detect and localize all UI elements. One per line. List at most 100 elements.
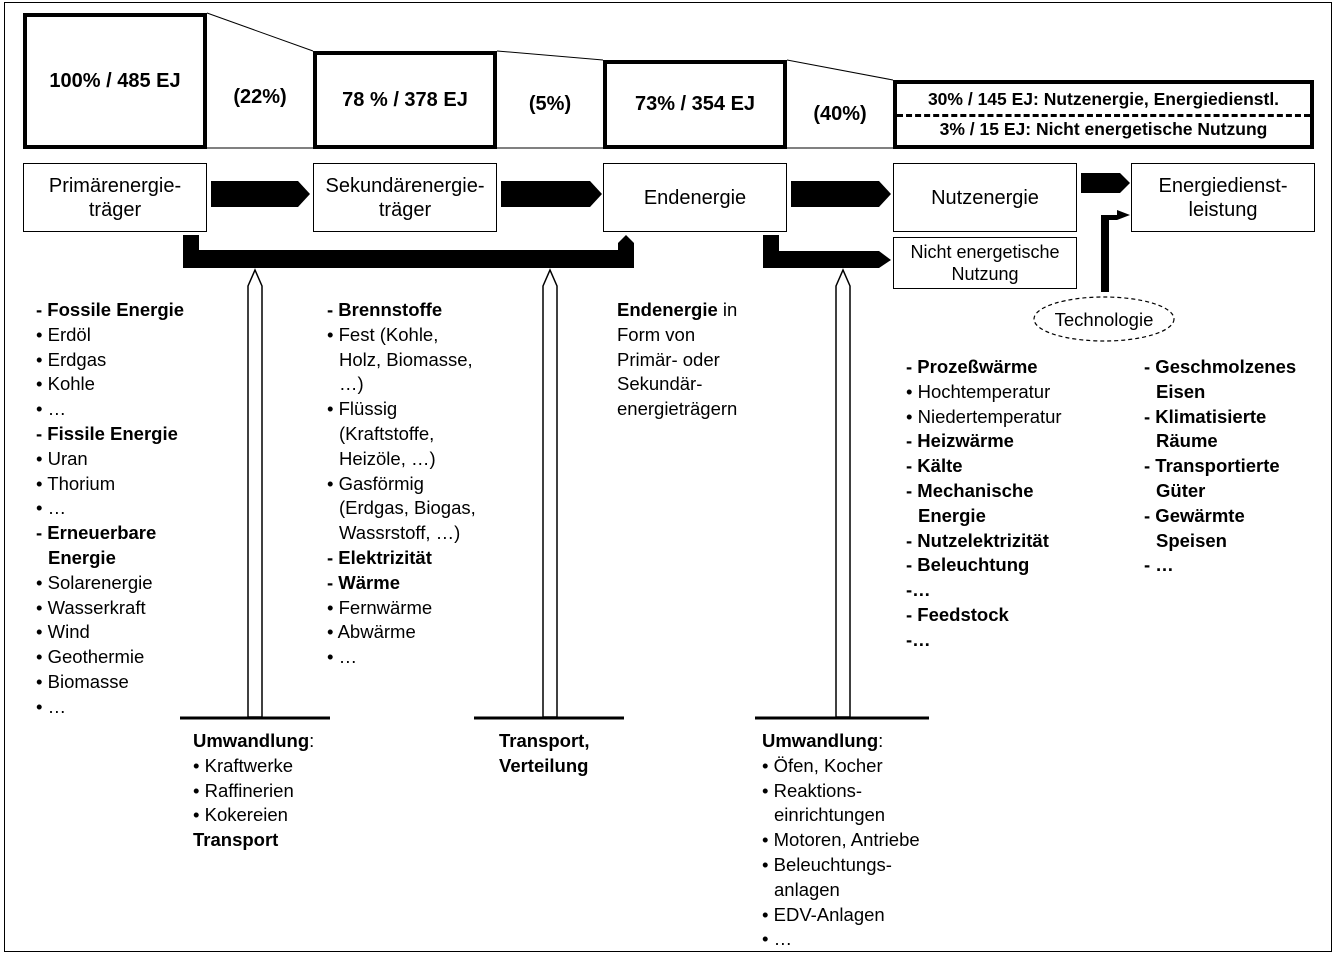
final-energy-line: Sekundär- [617,373,703,395]
list-item: • Gasförmig [327,472,424,494]
final-energy-term: Endenergie [617,299,718,320]
list-item: - Geschmolzenes [1144,356,1297,377]
list-item: einrichtungen [774,804,886,826]
list-item: Wassrstoff, …) [339,522,461,544]
list-item: Energie [48,546,116,568]
final-share-label: 73% / 354 EJ [634,93,756,115]
list-item: • … [36,497,67,519]
transport-block: Transport, Verteilung [499,729,589,779]
final-energy-line: Primär- oder [617,348,720,370]
stage-secondary: Sekundärenergie-träger [313,163,497,232]
list-item: • Biomasse [36,670,129,692]
list-item: (Kraftstoffe, [339,422,435,444]
conversion-item: • Kokereien [193,804,288,826]
flow-arrow [211,181,310,207]
stage-service-line1: Energiedienst- [1158,174,1288,197]
transport-line: Transport, [499,730,590,751]
final-share-box: 73% / 354 EJ [603,60,787,149]
stage-final: Endenergie [603,163,787,232]
list-item: Speisen [1156,529,1227,551]
list-item: • Solarenergie [36,571,153,593]
stage-primary-line1: Primärenergie- [48,174,182,197]
stage-primary-line2: träger [88,198,142,221]
technology-label: Technologie [1054,309,1154,330]
primary-carrier-list: - Fossile Energie• Erdöl• Erdgas• Kohle•… [36,298,184,720]
list-item: • Fest (Kohle, [327,323,439,345]
secondary-share-label: 78 % / 378 EJ [342,88,468,111]
useful-energy-list: - Prozeßwärme• Hochtemperatur• Niedertem… [906,355,1062,653]
stage-secondary-line2: träger [378,198,432,221]
conversion-block-2: Umwandlung: • Öfen, Kocher• Reaktions-ei… [762,729,920,952]
transport-line: Verteilung [499,754,589,776]
useful-share-label: 30% / 145 EJ: Nutzenergie, Energiedienst… [927,88,1280,109]
bracket-arrow [183,235,634,268]
final-energy-text: Endenergie in Form von Primär- oder Seku… [617,298,737,422]
list-item: • … [36,398,67,420]
nonenergy-share-label: 3% / 15 EJ: Nicht energetische Nutzung [939,119,1268,140]
list-item: • … [36,695,67,717]
list-item: • Öfen, Kocher [762,754,883,776]
list-item: • Wasserkraft [36,596,146,618]
stage-primary: Primärenergie-träger [23,163,207,232]
stage-useful: Nutzenergie [893,163,1077,232]
list-item: • Wind [36,621,90,643]
conversion-heading: Umwandlung [193,730,310,751]
list-item: anlagen [774,878,840,900]
list-item: - Fossile Energie [36,299,185,320]
list-item: • Thorium [36,472,116,494]
list-item: - Erneuerbare [36,522,157,544]
list-item: • Uran [36,447,88,469]
conversion-heading: Umwandlung [762,730,879,751]
hollow-up-arrow [835,268,851,718]
conversion-items: • Öfen, Kocher• Reaktions-einrichtungen•… [762,754,920,952]
list-item: Holz, Biomasse, [339,348,473,370]
list-item: Eisen [1156,380,1206,402]
list-item: • Fernwärme [327,596,433,618]
list-item: -… [906,579,931,601]
conversion-item: • Kraftwerke [193,754,294,776]
stage-service: Energiedienst-leistung [1131,163,1315,232]
funnel-line [206,12,314,52]
conversion-transport: Transport [193,829,279,851]
stage-nonenergy-line1: Nicht energetische [910,242,1060,262]
primary-share-box: 100% / 485 EJ [23,13,207,149]
funnel-line [496,50,604,61]
flow-arrow [1081,173,1130,193]
final-energy-in: in [717,299,738,320]
technology-ellipse [1033,296,1175,342]
list-item: - Kälte [906,455,963,477]
list-item: Räume [1156,430,1218,452]
flow-arrow [501,181,602,207]
technology-arrow [1101,210,1130,292]
list-item: - … [1144,554,1174,576]
loss-label-1: (22%) [233,86,287,108]
list-item: - Prozeßwärme [906,356,1038,377]
final-energy-line: Form von [617,323,696,345]
funnel-line [786,59,894,81]
primary-share-label: 100% / 485 EJ [49,69,181,92]
list-item: - Beleuchtung [906,554,1030,576]
stage-nonenergy-line2: Nutzung [951,264,1019,284]
list-item: • Abwärme [327,621,416,643]
loss-label-3: (40%) [813,103,867,125]
final-energy-line: energieträgern [617,398,738,420]
list-item: • … [762,928,793,950]
list-item: - Gewärmte [1144,504,1245,526]
list-item: (Erdgas, Biogas, [339,497,476,519]
diagram-frame [4,2,1332,952]
bracket-arrow [763,235,891,268]
list-item: Güter [1156,479,1206,501]
list-item: • Kohle [36,373,95,395]
hollow-up-arrow [542,268,558,718]
conversion-item: • Raffinerien [193,779,294,801]
conversion-block-1: Umwandlung: • Kraftwerke • Raffinerien •… [193,729,314,853]
dashed-divider [897,114,1310,117]
list-item: - Feedstock [906,603,1009,625]
list-item: - Elektrizität [327,546,432,568]
list-item: - Brennstoffe [327,299,443,320]
list-item: • Flüssig [327,398,398,420]
stage-service-line2: leistung [1188,198,1258,221]
list-item: • Niedertemperatur [906,405,1062,427]
